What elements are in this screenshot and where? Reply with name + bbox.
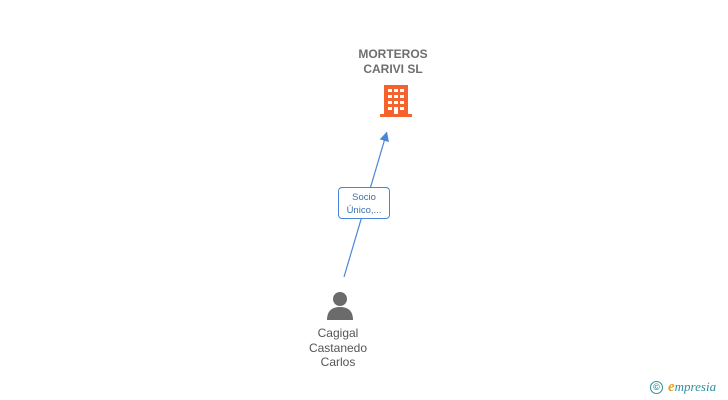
person-name-line1: Cagigal <box>317 326 359 340</box>
brand-footer: © empresia <box>650 379 728 399</box>
company-name-line1: MORTEROS <box>358 47 428 61</box>
company-name[interactable]: MORTEROS CARIVI SL <box>333 47 453 77</box>
copyright-icon: © <box>650 381 663 394</box>
person-name-line3: Carlos <box>320 355 356 369</box>
relation-label[interactable]: Socio Único,... <box>338 187 390 219</box>
logo-mark: e <box>668 379 675 395</box>
company-name-line2: CARIVI SL <box>363 62 423 76</box>
relation-label-line1: Socio <box>352 192 376 203</box>
relation-label-line2: Único,... <box>346 205 382 216</box>
logo-text: mpresia <box>674 379 717 394</box>
person-icon[interactable] <box>325 290 355 320</box>
person-name[interactable]: Cagigal Castanedo Carlos <box>288 326 388 370</box>
building-icon[interactable] <box>378 83 414 119</box>
empresia-logo[interactable]: empresia <box>668 379 716 396</box>
person-name-line2: Castanedo <box>308 340 368 355</box>
